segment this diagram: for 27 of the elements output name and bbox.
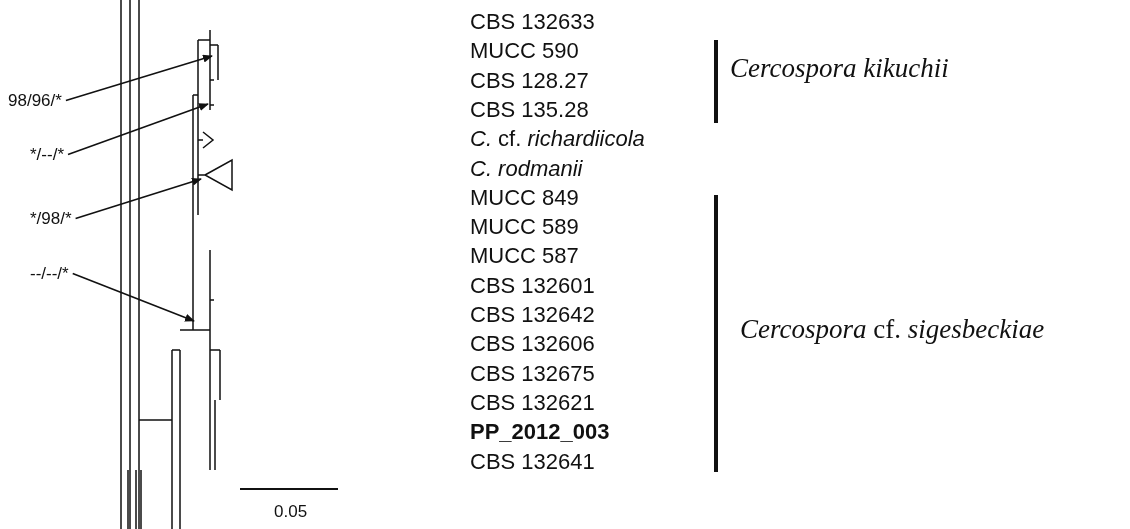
- taxon-label: CBS 132642: [470, 304, 595, 326]
- taxon-label: MUCC 590: [470, 40, 579, 63]
- taxon-label: MUCC 587: [470, 245, 579, 268]
- taxon-label: CBS 132641: [470, 450, 595, 473]
- taxon-label: CBS 128.27: [470, 69, 589, 92]
- support-value: */--/*: [30, 146, 64, 163]
- support-value: --/--/*: [30, 265, 69, 282]
- taxon-label: MUCC 849: [470, 186, 579, 209]
- leader-arrow: [67, 103, 209, 156]
- scale-value: 0.05: [274, 503, 308, 520]
- taxon-label: MUCC 589: [470, 216, 579, 239]
- leader-arrow: [74, 177, 202, 220]
- taxon-label: C. rodmanii: [470, 157, 583, 180]
- leader-arrow: [71, 272, 195, 322]
- taxon-label: CBS 132606: [470, 333, 595, 356]
- taxon-label: PP_2012_003: [470, 421, 610, 444]
- taxon-label: CBS 132621: [470, 391, 595, 414]
- support-value: */98/*: [30, 210, 72, 227]
- taxon-label: CBS 132601: [470, 274, 595, 297]
- taxon-label: C. cf. richardiicola: [470, 128, 645, 151]
- taxon-label: CBS 135.28: [470, 98, 589, 121]
- taxon-label: CBS 132633: [470, 11, 595, 33]
- support-value: 98/96/*: [8, 92, 62, 109]
- leader-arrow: [65, 54, 213, 102]
- clade-label: Cercospora kikuchii: [730, 55, 949, 82]
- taxon-label: CBS 132675: [470, 362, 595, 385]
- clade-label: Cercospora cf. sigesbeckiae: [740, 316, 1045, 343]
